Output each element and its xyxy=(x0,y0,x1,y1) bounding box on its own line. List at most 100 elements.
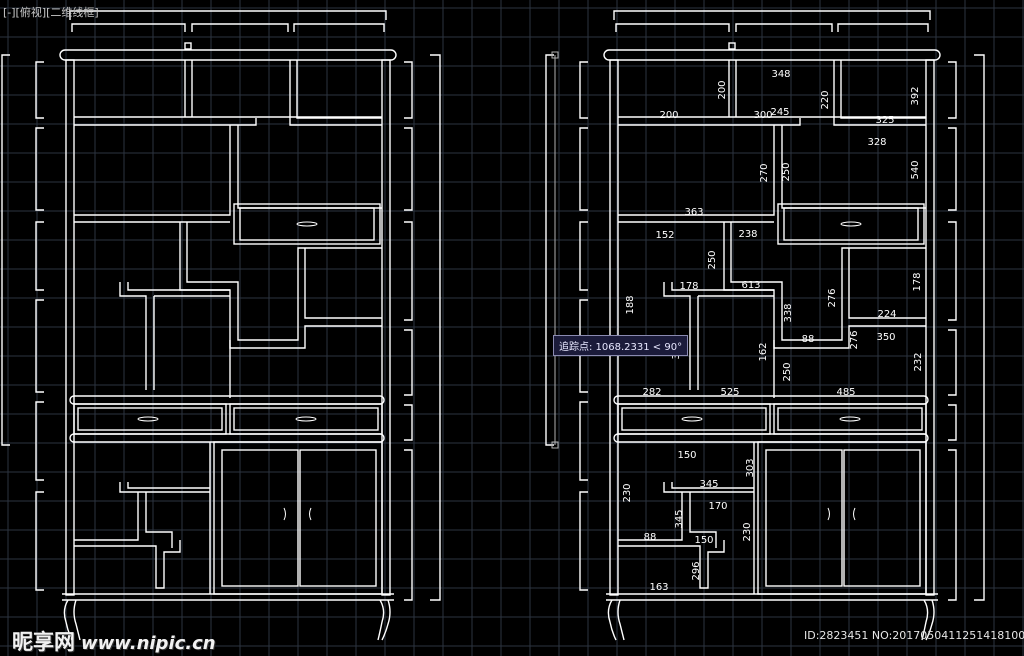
dim-bracket xyxy=(35,401,44,481)
dimension-label: 178 xyxy=(912,272,923,291)
partition xyxy=(618,492,683,541)
partition xyxy=(145,492,173,548)
leg xyxy=(921,599,929,641)
partition xyxy=(663,482,754,493)
dim-bracket xyxy=(430,54,441,601)
dim-marker xyxy=(728,42,736,50)
dim-bracket xyxy=(948,61,957,119)
viewport-label[interactable]: [-][俯视][二维线框] xyxy=(3,6,99,19)
dim-bracket xyxy=(293,23,385,32)
dim-bracket xyxy=(948,127,957,211)
dimension-label: 613 xyxy=(741,280,760,291)
leg xyxy=(381,599,391,641)
partition xyxy=(119,482,210,493)
dim-bracket xyxy=(579,61,588,119)
dim-bracket xyxy=(404,449,413,601)
watermark: 昵享网 www.nipic.cn xyxy=(12,626,216,656)
dimension-label: 350 xyxy=(876,332,895,343)
dimension-label: 345 xyxy=(699,479,718,490)
door-handle xyxy=(283,507,286,521)
dimension-label: 282 xyxy=(642,387,661,398)
dimension-label: 188 xyxy=(625,295,636,314)
dim-bracket xyxy=(948,449,957,601)
tracking-marker xyxy=(551,51,559,59)
cabinet-left xyxy=(1,10,441,641)
tracking-tooltip: 追踪点: 1068.2331 < 90° xyxy=(553,335,689,356)
partition xyxy=(781,125,926,209)
cabinet-side-left xyxy=(609,59,619,596)
dim-bracket xyxy=(974,54,985,601)
dimension-label: 152 xyxy=(655,230,674,241)
dimension-label: 163 xyxy=(649,582,668,593)
cabinet-top xyxy=(603,49,941,61)
dimension-label: 224 xyxy=(877,309,896,320)
dimension-label: 250 xyxy=(781,162,792,181)
cabinet-top xyxy=(59,49,397,61)
dimension-label: 540 xyxy=(910,160,921,179)
door xyxy=(221,449,299,587)
dimension-label: 232 xyxy=(913,352,924,371)
cabinet-side-left xyxy=(65,59,75,596)
drawer-handle xyxy=(681,416,703,422)
partition xyxy=(663,282,691,390)
dimension-label: 276 xyxy=(849,330,860,349)
drawer-panel xyxy=(783,207,919,241)
belt xyxy=(69,395,385,405)
dim-bracket xyxy=(948,329,957,396)
dim-bracket xyxy=(404,61,413,119)
watermark-url: www.nipic.cn xyxy=(81,633,216,654)
door-handle xyxy=(827,507,830,521)
dim-bracket xyxy=(837,23,929,32)
belt xyxy=(69,433,385,443)
dim-bracket xyxy=(615,23,730,32)
door-handle xyxy=(309,507,312,521)
drawer-panel xyxy=(239,207,375,241)
dimension-label: 88 xyxy=(644,532,657,543)
door xyxy=(299,449,377,587)
cabinet-side-right xyxy=(381,59,391,596)
partition xyxy=(230,118,257,126)
dimension-label: 525 xyxy=(720,387,739,398)
drawer xyxy=(777,203,925,245)
dimension-label: 245 xyxy=(770,107,789,118)
partition xyxy=(773,325,926,349)
partition xyxy=(774,118,801,126)
dim-bracket xyxy=(579,401,588,481)
cabinet-right xyxy=(545,10,985,641)
dimension-label: 150 xyxy=(694,535,713,546)
dimension-label: 300 xyxy=(753,110,772,121)
dim-bracket xyxy=(404,404,413,441)
dim-bracket xyxy=(404,127,413,211)
drawer-handle xyxy=(296,221,318,227)
drawer xyxy=(233,203,381,245)
leg xyxy=(607,599,617,641)
partition xyxy=(186,222,382,341)
dimension-label: 250 xyxy=(782,362,793,381)
drawer-handle xyxy=(137,416,159,422)
dim-bracket xyxy=(404,329,413,396)
belt xyxy=(613,433,929,443)
dimension-label: 276 xyxy=(827,288,838,307)
dimension-label: 348 xyxy=(771,69,790,80)
partition xyxy=(74,492,139,541)
door xyxy=(843,449,921,587)
partition xyxy=(74,540,181,589)
partition xyxy=(671,482,754,489)
partition xyxy=(237,125,382,209)
dimension-label: 178 xyxy=(679,281,698,292)
door-handle xyxy=(853,507,856,521)
dim-marker xyxy=(184,42,192,50)
dimension-label: 328 xyxy=(867,137,886,148)
dimension-label: 303 xyxy=(745,458,756,477)
dim-bracket xyxy=(948,221,957,321)
drawer-handle xyxy=(295,416,317,422)
watermark-logo: 昵享网 xyxy=(12,630,75,654)
dimension-label: 220 xyxy=(820,90,831,109)
dimension-label: 88 xyxy=(802,334,815,345)
dimension-label: 270 xyxy=(759,163,770,182)
dim-bracket xyxy=(35,61,44,119)
drawer-handle xyxy=(840,221,862,227)
partition xyxy=(74,125,231,216)
dim-bracket xyxy=(69,10,387,20)
